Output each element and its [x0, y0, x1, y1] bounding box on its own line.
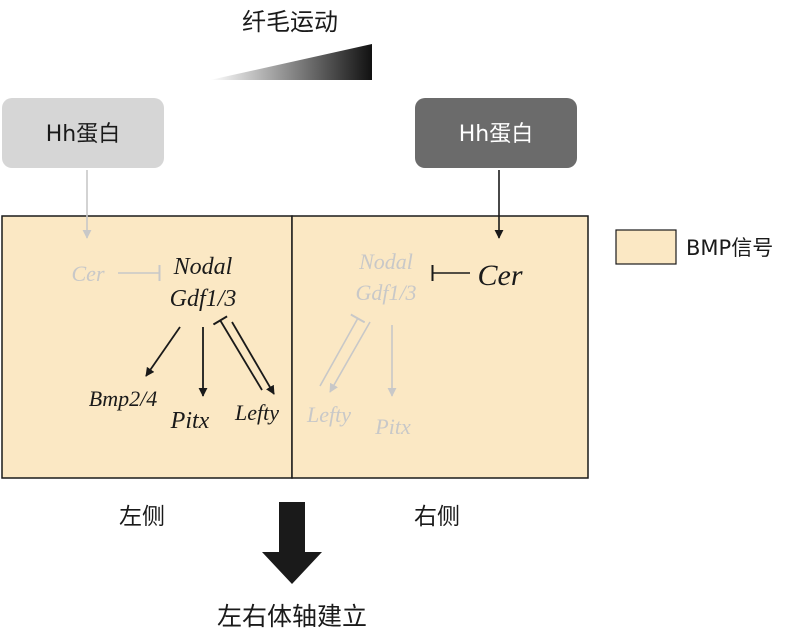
right-nodal-to-lefty-arrow: [329, 321, 371, 393]
hh-protein-label-right: Hh蛋白: [459, 122, 534, 147]
left-lefty-label: Lefty: [234, 400, 279, 425]
left-pitx-label: Pitx: [170, 408, 210, 434]
right-cer-label: Cer: [478, 259, 523, 292]
right-lefty-inhibits-nodal: [319, 313, 366, 387]
hh-protein-label-left: Hh蛋白: [46, 122, 121, 147]
left-side-label: 左侧: [119, 504, 165, 530]
left-gdf-label: Gdf1/3: [170, 286, 237, 312]
right-pitx-label: Pitx: [374, 414, 411, 439]
legend-label: BMP信号: [686, 236, 773, 260]
right-side-panel: [291, 215, 589, 479]
right-gdf-label: Gdf1/3: [355, 280, 416, 305]
title: 纤毛运动: [242, 8, 338, 36]
left-nodal-to-lefty-arrow: [231, 321, 275, 395]
result-label: 左右体轴建立: [217, 602, 367, 631]
left-bmp-label: Bmp2/4: [89, 386, 157, 411]
left-side-panel: [1, 215, 293, 479]
left-nodal-label: Nodal: [173, 254, 233, 280]
left-nodal-to-bmp-arrow: [145, 326, 181, 377]
hh-protein-box-left: [2, 98, 164, 168]
result-down-arrow: [262, 502, 322, 584]
right-nodal-label: Nodal: [358, 249, 413, 274]
right-lefty-label: Lefty: [306, 402, 351, 427]
right-side-label: 右侧: [414, 504, 460, 530]
legend-swatch: [615, 229, 677, 265]
left-lefty-inhibits-nodal: [212, 315, 263, 391]
left-cer-label: Cer: [72, 261, 105, 286]
cilia-gradient-wedge: [210, 44, 372, 80]
hh-protein-box-right: [415, 98, 577, 168]
